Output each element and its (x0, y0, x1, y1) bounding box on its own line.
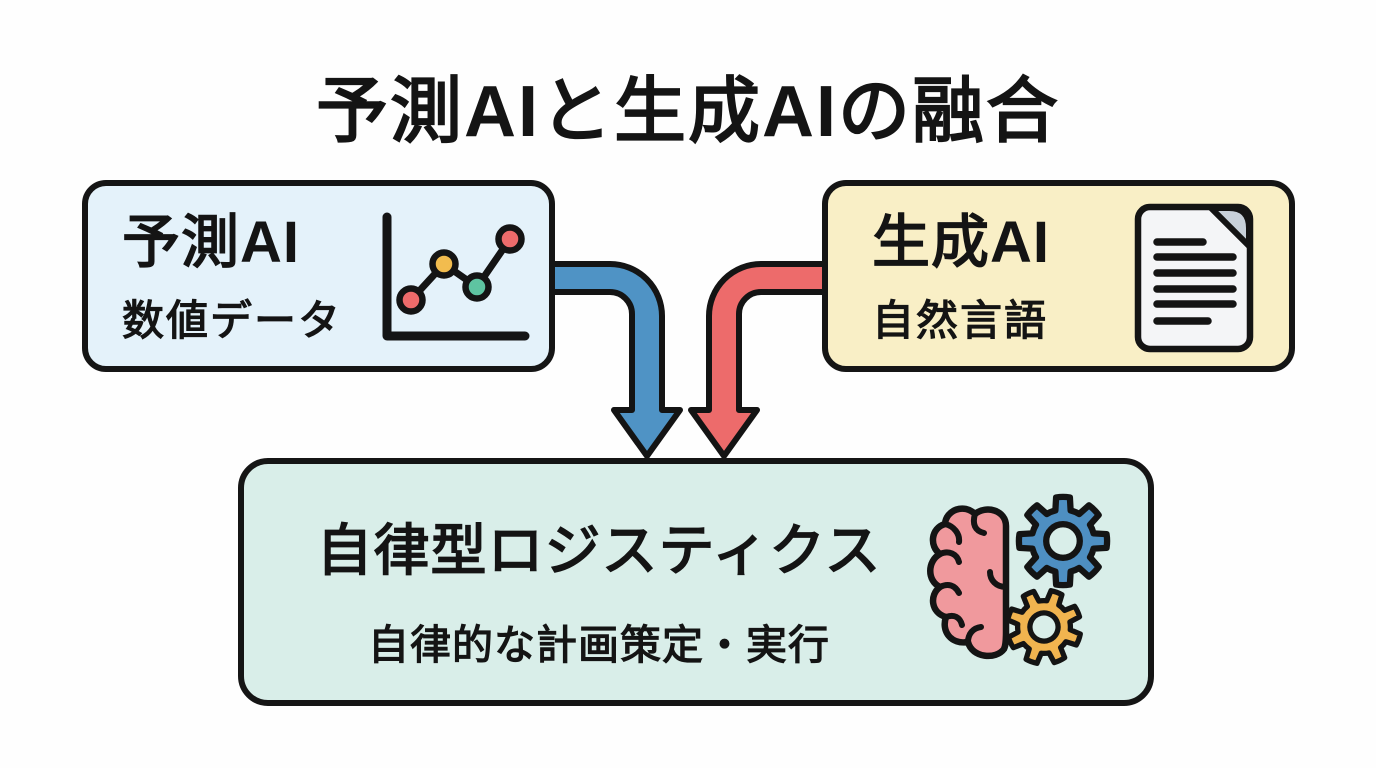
generative-arrow (688, 261, 833, 459)
autonomous-logistics-title: 自律型ロジスティクス (316, 519, 882, 582)
generative-ai-title: 生成AI (872, 210, 1051, 275)
generative-ai-subtitle: 自然言語 (872, 296, 1049, 344)
generative-ai-text: 生成AI 自然言語 (872, 210, 1050, 348)
predictive-ai-text: 予測AI 数値データ (122, 210, 342, 348)
gear-yellow-icon (997, 580, 1092, 675)
chart-dot-teal (462, 272, 492, 302)
chart-dot-red-1 (396, 285, 426, 315)
diagram-title: 予測AIと生成AIの融合 (315, 72, 1060, 152)
document-icon (1134, 203, 1254, 353)
predictive-ai-title: 予測AI (122, 210, 301, 275)
brain-gears-icon (927, 484, 1133, 699)
predictive-ai-subtitle: 数値データ (122, 296, 343, 344)
autonomous-logistics-text: 自律型ロジスティクス 自律的な計画策定・実行 (274, 506, 924, 671)
chart-dot-yellow (429, 249, 459, 279)
chart-dot-red-2 (495, 224, 525, 254)
line-chart-icon (382, 212, 530, 341)
document-text-lines (1153, 238, 1237, 325)
predictive-arrow (542, 261, 683, 459)
gear-blue-icon (1019, 497, 1107, 585)
document-fold-corner (1208, 205, 1252, 249)
brain-half-icon (927, 505, 1010, 660)
autonomous-logistics-subtitle: 自律的な計画策定・実行 (368, 622, 830, 668)
